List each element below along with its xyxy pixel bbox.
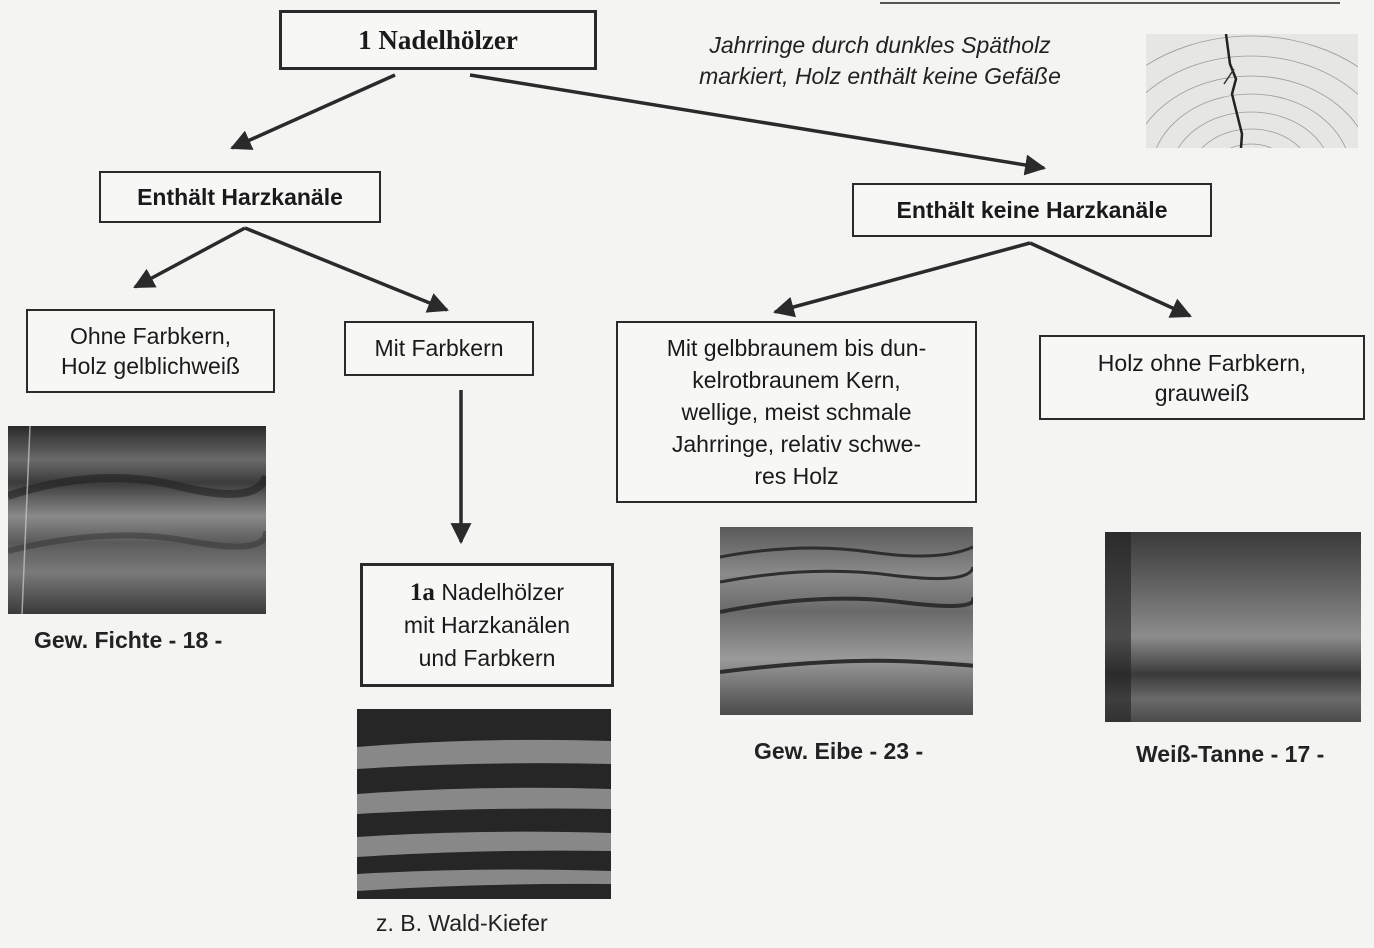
caption-fichte: Gew. Fichte - 18 -: [34, 627, 223, 653]
label-tanne-description: Holz ohne Farbkern, grauweiß: [1097, 349, 1307, 406]
top-rule: [880, 2, 1340, 4]
root-title: Nadelhölzer: [378, 24, 518, 55]
arrow-left-to-mit: [244, 226, 449, 313]
pine-wood-photo: [357, 709, 611, 899]
arrow-left-to-ohne: [133, 226, 246, 289]
root-note: Jahrringe durch dunkles Spätholz markier…: [699, 32, 1061, 89]
caption-eibe: Gew. Eibe - 23 -: [754, 738, 924, 764]
label-enthaelt-keine-harzkanaele: Enthält keine Harzkanäle: [896, 196, 1168, 223]
spruce-wood-photo: [8, 426, 266, 614]
arrow-right-to-eibe: [772, 241, 1031, 318]
node-eibe-description: Mit gelbbraunem bis dun- kelrotbraunem K…: [616, 321, 977, 503]
yew-wood-photo: [720, 527, 973, 715]
caption-tanne: Weiß-Tanne - 17 -: [1136, 741, 1325, 767]
wood-cross-section-photo: [1146, 34, 1358, 148]
caption-kiefer: z. B. Wald-Kiefer: [376, 910, 548, 936]
label-eibe-description: Mit gelbbraunem bis dun- kelrotbraunem K…: [666, 335, 927, 489]
label-mit-farbkern: Mit Farbkern: [374, 335, 504, 361]
arrow-right-to-tanne: [1029, 241, 1192, 318]
node-enthaelt-keine-harzkanaele: Enthält keine Harzkanäle: [852, 183, 1212, 237]
node-enthaelt-harzkanaele: Enthält Harzkanäle: [99, 171, 381, 223]
node-ohne-farbkern: Ohne Farbkern, Holz gelblichweiß: [26, 309, 275, 393]
root-node: 1 Nadelhölzer: [279, 10, 597, 70]
root-number: 1: [358, 24, 372, 55]
node-mit-farbkern: Mit Farbkern: [344, 321, 534, 376]
arrow-root-to-right: [469, 73, 1047, 176]
label-1a-text: Nadelhölzer mit Harzkanälen und Farbkern: [403, 578, 571, 671]
arrow-root-to-left: [230, 73, 396, 150]
label-ohne-farbkern: Ohne Farbkern, Holz gelblichweiß: [61, 323, 240, 379]
label-1a-number: 1a: [409, 578, 435, 606]
node-1a: 1a Nadelhölzer mit Harzkanälen und Farbk…: [360, 563, 614, 687]
node-tanne-description: Holz ohne Farbkern, grauweiß: [1039, 335, 1365, 420]
label-enthaelt-harzkanaele: Enthält Harzkanäle: [137, 183, 343, 210]
fir-wood-photo: [1105, 532, 1361, 722]
